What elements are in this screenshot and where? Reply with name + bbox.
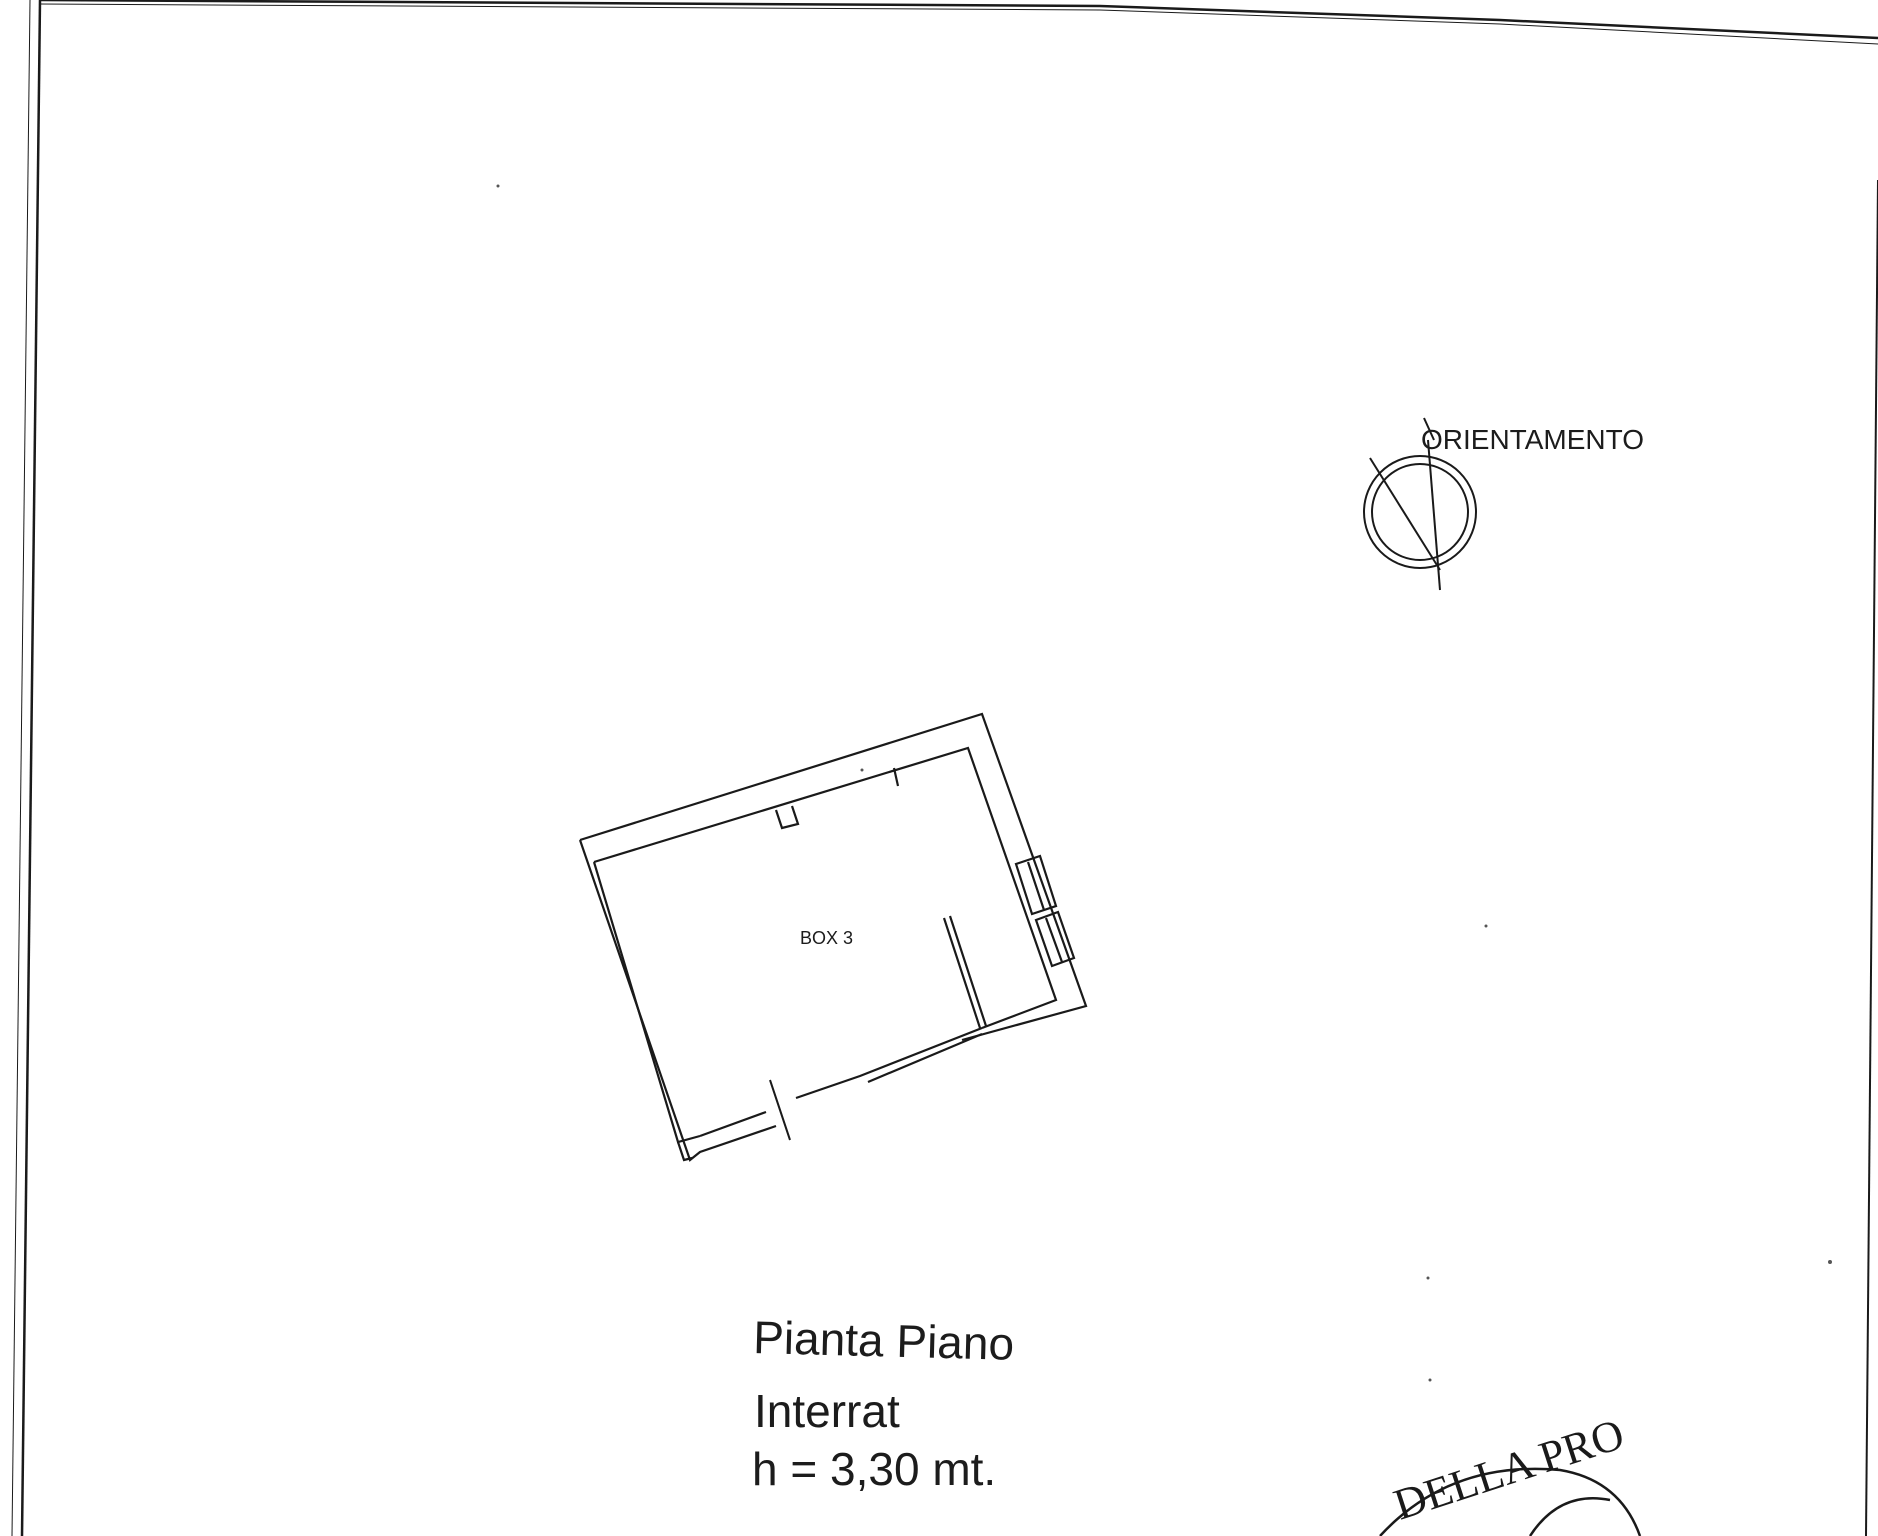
svg-text:DELLA PRO: DELLA PRO (1388, 1409, 1630, 1529)
room-label: BOX 3 (800, 928, 854, 948)
inner-wall-left (592, 861, 701, 1144)
wall-notch-2 (892, 767, 900, 787)
sheet-frame (11, 0, 1878, 1536)
plan-title-line-2: Interrat (754, 1385, 900, 1437)
plan-title-line-1: Pianta Piano (752, 1310, 1015, 1370)
north-arrow-icon (1363, 417, 1477, 591)
bottom-wall-left (699, 1110, 767, 1138)
room-plan (578, 712, 1088, 1162)
plan-title-line-3: h = 3,30 mt. (752, 1443, 997, 1495)
orientation-label: ORIENTAMENTO (1421, 424, 1644, 455)
frame-top-line (39, 0, 1878, 40)
frame-right-line (1865, 179, 1878, 1536)
inner-wall (593, 746, 1058, 1030)
frame-top-line-inner (39, 3, 1878, 45)
window-2 (1034, 910, 1076, 968)
partition (942, 915, 988, 1029)
frame-left-line-inner (11, 0, 31, 1536)
door-mark (769, 1079, 791, 1141)
frame-left-line (20, 0, 42, 1536)
window-1 (1014, 854, 1058, 916)
bottom-wall-right-2 (867, 1032, 983, 1084)
bottom-wall-right (795, 1026, 983, 1100)
wall-notch-1 (774, 805, 800, 830)
corner-detail (676, 1141, 693, 1162)
scan-specks (496, 184, 1832, 1382)
official-stamp-icon: DELLA PRO (1379, 1409, 1642, 1536)
